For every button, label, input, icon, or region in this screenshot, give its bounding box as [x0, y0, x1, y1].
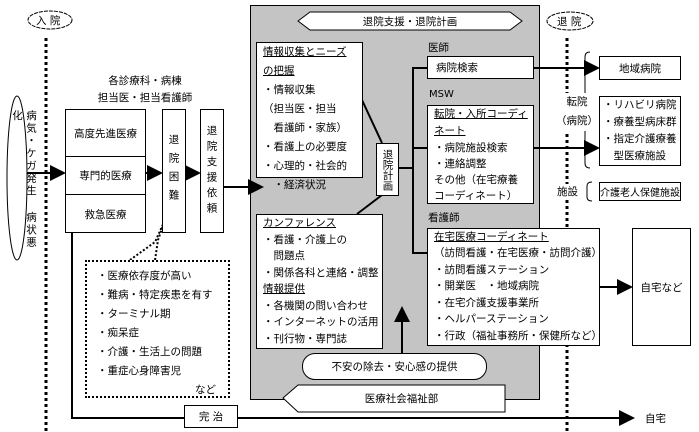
- department-hexagon: [282, 384, 506, 413]
- info-item: （担当医・担当: [263, 103, 337, 115]
- info-provision-item: ・各機関の問い合わせ: [263, 299, 368, 312]
- info-provision-item: ・インターネットの活用: [263, 316, 379, 328]
- header-line: 各診療科・病棟: [108, 75, 182, 87]
- home-care-item: ・開業医 ・地域病院: [434, 280, 539, 292]
- onset-label: 病気・ケガ発生: [25, 110, 37, 198]
- conference-item: ・看護・介護上の: [263, 233, 347, 246]
- info-item: ・心理的・社会的: [263, 160, 347, 172]
- regional-hospital-box: 地域病院: [599, 56, 681, 80]
- reason-item: ・介護・生活上の問題: [97, 346, 202, 358]
- msw-label: MSW: [429, 89, 454, 100]
- facility-label: 施設: [557, 184, 578, 199]
- transfer-label: 転院 （病院）: [556, 93, 598, 131]
- msw-item: コーディネート）: [434, 190, 518, 202]
- onset-text: 病気・ケガ発生 病状悪化: [10, 110, 38, 260]
- info-item: 看護師・家族）: [263, 122, 347, 134]
- discharge-ellipse: [546, 11, 594, 31]
- info-item: ・情報収集: [263, 84, 316, 96]
- discharge-difficulty-box: 退院困難: [162, 109, 186, 233]
- onset-ellipse: [6, 95, 28, 261]
- home-care-item: ・行政（福祉事務所・保健所など）: [434, 329, 602, 342]
- header-line: 担当医・担当看護師: [97, 92, 193, 104]
- home-care-item: ・ヘルパーステーション: [434, 313, 549, 325]
- home-care-item: ・訪問看護ステーション: [434, 263, 550, 276]
- info-item: ・経済状況: [263, 179, 326, 191]
- connector: [361, 99, 383, 144]
- conference-item: 問題点: [263, 250, 305, 262]
- connector: [412, 67, 427, 254]
- cured-path: [71, 232, 184, 419]
- reason-item: ・ターミナル期: [97, 308, 171, 320]
- conference-box: カンファレンス ・看護・介護上の 問題点 ・関係各科と連絡・調整 情報提供 ・各…: [256, 214, 383, 349]
- discharge-label: 退 院: [557, 16, 582, 28]
- hospital-item: ・リハビリ病院: [603, 99, 677, 111]
- reason-item: ・医療依存度が高い: [97, 270, 192, 282]
- msw-item: その他（在宅療養: [434, 174, 518, 186]
- care-facility-box: 介護老人保健施設: [599, 182, 681, 201]
- panel-title: 退院支援・退院計画: [362, 15, 458, 28]
- brace: [586, 181, 593, 202]
- callout-pointer: [154, 219, 166, 261]
- dept-advanced: 高度先進医療: [66, 110, 145, 157]
- hospital-item: ・療養型病床群: [603, 116, 677, 128]
- home-care-title: 在宅医療コーディネート: [434, 231, 549, 243]
- transfer-text: 転院: [566, 96, 588, 108]
- home-label: 自宅: [645, 413, 666, 425]
- home-care-item: （訪問看護・在宅医療・訪問介護）: [434, 247, 602, 259]
- info-provision-title: 情報提供: [263, 283, 305, 295]
- info-gathering-box: 情報収集とニーズ の把握 ・情報収集 （担当医・担当 看護師・家族） ・看護上の…: [256, 42, 363, 191]
- msw-title: ネート: [434, 125, 466, 137]
- admission-ellipse: [27, 10, 73, 30]
- cured-box: 完 治: [184, 405, 238, 428]
- discharge-plan-box: 退院計画: [376, 143, 399, 196]
- info-item: ・看護上の必要度: [263, 141, 347, 153]
- dept-specialized: 専門的医療: [66, 157, 145, 195]
- connector: [356, 194, 383, 215]
- reason-item: ・重症心身障害児: [97, 365, 181, 377]
- dept-emergency: 救急医療: [84, 208, 127, 221]
- conference-title: カンファレンス: [263, 217, 336, 229]
- conference-item: ・関係各科と連絡・調整: [263, 266, 379, 279]
- departments-box: 高度先進医療 専門的医療 救急医療: [65, 109, 146, 233]
- msw-item: ・連絡調整: [434, 158, 487, 170]
- hospital-item: 型医療施設: [603, 150, 666, 162]
- worsening-label: 病状悪化: [11, 110, 37, 249]
- info-title: の把握: [263, 65, 295, 77]
- support-request-box: 退院支援依頼: [200, 109, 224, 233]
- info-provision-item: ・刊行物・専門誌: [263, 332, 347, 345]
- difficulty-reasons-callout: ・医療依存度が高い ・難病・特定疾患を有す ・ターミナル期 ・痴呆症 ・介護・生…: [85, 260, 230, 398]
- transfer-text: （病院）: [556, 115, 598, 127]
- department-name: 医療社会福祉部: [364, 393, 439, 405]
- doctor-label: 医師: [428, 42, 449, 54]
- reason-item: ・痴呆症: [97, 327, 139, 339]
- reason-item: ・難病・特定疾患を有す: [97, 289, 213, 301]
- home-care-item: ・在宅介護支援事業所: [434, 296, 539, 309]
- msw-title: 転院・入所コーディ: [434, 108, 528, 120]
- hospital-search-box: 病院検索: [427, 56, 534, 79]
- admission-label: 入 院: [36, 15, 61, 27]
- hospital-item: ・指定介護療養: [603, 133, 677, 145]
- info-title: 情報収集とニーズ: [263, 46, 347, 58]
- msw-item: ・病院施設検索: [434, 142, 508, 154]
- home-etc-box: 自宅など: [632, 228, 691, 346]
- home-care-box: 在宅医療コーディネート （訪問看護・在宅医療・訪問介護） ・訪問看護ステーション…: [427, 228, 602, 346]
- nurse-label: 看護師: [428, 212, 460, 224]
- panel-title-hexagon: [297, 11, 523, 31]
- anxiety-relief-pill: 不安の除去・安心感の提供: [302, 353, 487, 380]
- transfer-coordination-box: 転院・入所コーディ ネート ・病院施設検索 ・連絡調整 その他（在宅療養 コーデ…: [427, 105, 534, 204]
- departments-header: 各診療科・病棟担当医・担当看護師: [95, 73, 195, 107]
- hospitals-box: ・リハビリ病院 ・療養型病床群 ・指定介護療養 型医療施設: [599, 96, 681, 166]
- reason-etc: など: [195, 384, 216, 396]
